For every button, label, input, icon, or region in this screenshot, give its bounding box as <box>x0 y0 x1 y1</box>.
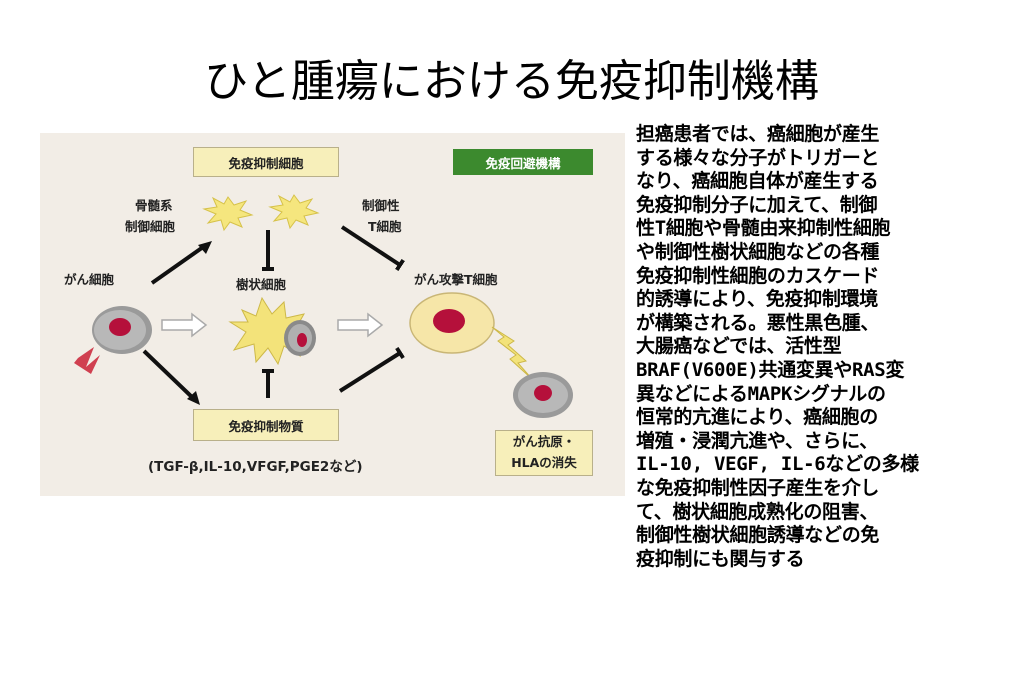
legend-badge: 免疫回避機構 <box>453 149 593 175</box>
treg-label-2: T細胞 <box>368 216 402 235</box>
killer-t-cell <box>410 293 494 353</box>
hollow-arrow-left <box>162 314 206 336</box>
antigen-loss-line2: HLAの消失 <box>496 452 592 473</box>
body-text: 担癌患者では、癌細胞が産生 する様々な分子がトリガーと なり、癌細胞自体が産生す… <box>636 123 956 571</box>
bone-marrow-label-1: 骨髄系 <box>135 195 173 214</box>
dendritic-cell <box>230 298 316 364</box>
cancer-cell-label: がん細胞 <box>64 269 114 288</box>
immune-suppression-diagram: 免疫回避機構 免疫抑制細胞 骨髄系 制御細胞 制御性 T細胞 がん細胞 樹状細胞… <box>40 133 625 496</box>
inhibit-killer-t-bottom <box>340 353 400 391</box>
substances-label: (TGF-β,IL-10,VFGF,PGE2など) <box>148 455 363 475</box>
bone-marrow-label-2: 制御細胞 <box>125 216 175 235</box>
regulatory-t-cell <box>270 195 318 228</box>
slide-title: ひと腫瘍における免疫抑制機構 <box>0 52 1023 112</box>
treg-label-1: 制御性 <box>362 195 400 214</box>
cancer-cell <box>74 306 152 374</box>
cancer-spikes <box>74 347 100 374</box>
antigen-loss-box: がん抗原・ HLAの消失 <box>495 430 593 476</box>
suppressor-substance-box: 免疫抑制物質 <box>193 409 339 441</box>
attack-bolt <box>492 327 532 379</box>
myeloid-suppressor-cell <box>204 197 252 230</box>
suppressor-cells-box: 免疫抑制細胞 <box>193 147 339 177</box>
dendritic-label: 樹状細胞 <box>236 274 286 293</box>
hollow-arrow-right <box>338 314 382 336</box>
arrow-cancer-to-suppressor-cells <box>152 245 206 283</box>
antigen-lost-cancer-cell <box>513 372 573 418</box>
killer-t-label: がん攻撃T細胞 <box>414 269 498 288</box>
arrow-cancer-to-substances <box>144 351 194 399</box>
antigen-loss-line1: がん抗原・ <box>496 431 592 452</box>
